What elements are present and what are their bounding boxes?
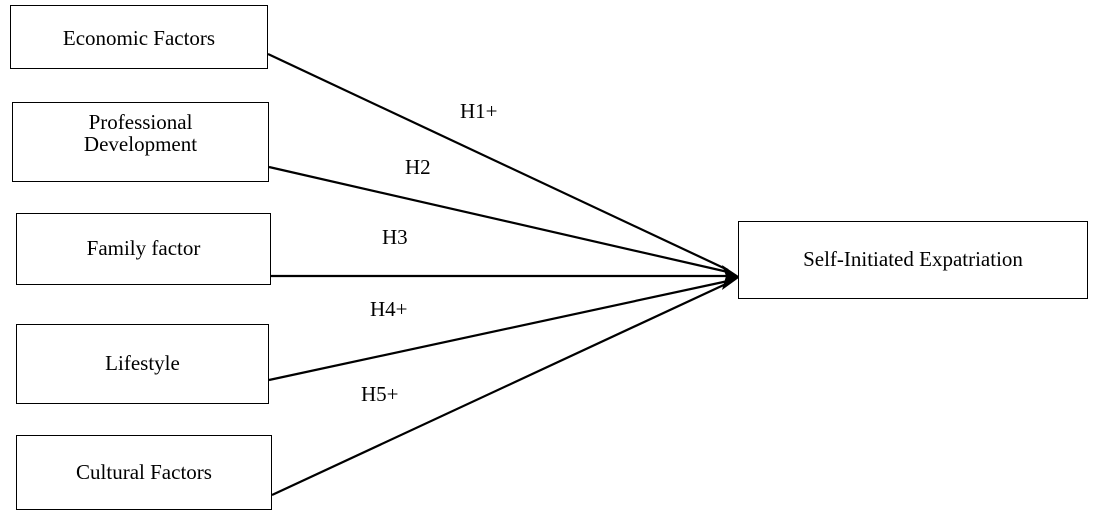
self-initiated-expatriation-label: Self-Initiated Expatriation [803,247,1023,272]
lifestyle-box: Lifestyle [16,324,269,404]
hypothesis-label-h2: H2 [405,155,431,179]
professional-development-label: Professional Development [83,110,198,157]
economic-factors-label: Economic Factors [62,26,216,50]
lifestyle-label: Lifestyle [105,351,180,376]
family-factor-label: Family factor [86,236,201,261]
arrowhead [722,265,740,290]
cultural-factors-box: Cultural Factors [16,435,272,510]
family-factor-box: Family factor [16,213,271,285]
arrow-h5 [271,282,729,496]
hypothesis-label-h5: H5+ [361,382,399,406]
cultural-factors-label: Cultural Factors [76,459,212,484]
arrow-h4 [268,279,729,382]
self-initiated-expatriation-box: Self-Initiated Expatriation [738,221,1088,299]
economic-factors-box: Economic Factors [10,5,268,69]
hypothesis-label-h1: H1+ [460,99,498,123]
professional-development-box: Professional Development [12,102,269,182]
hypothesis-label-h3: H3 [382,225,408,249]
arrow-h1 [267,53,729,271]
hypothesis-label-h4: H4+ [370,297,408,321]
arrow-h2 [268,165,729,274]
